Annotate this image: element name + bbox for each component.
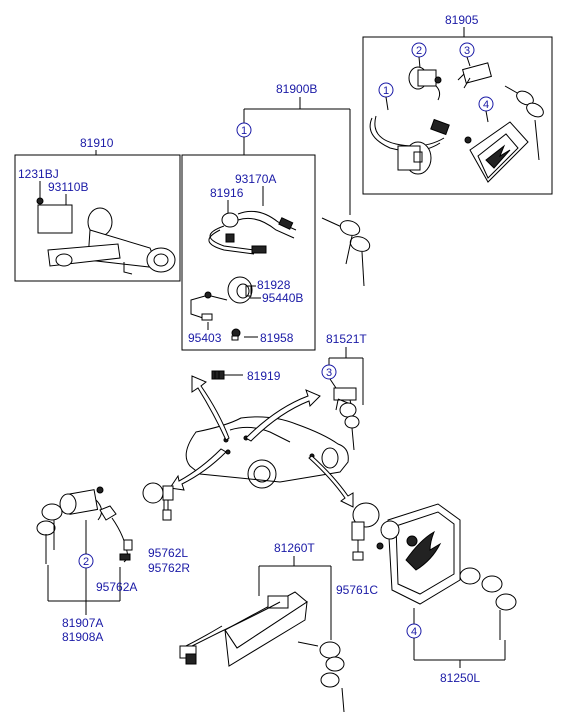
steering-lock-body-icon (36, 197, 176, 275)
label-95762A[interactable]: 95762A (96, 580, 137, 594)
ignition-switch-harness-icon (208, 210, 297, 255)
group-81250L: 4 81250L (376, 503, 517, 685)
group-81900B-contents: 93170A 81916 81928 95440B 954 (181, 154, 316, 351)
group-81260T: 81260T (179, 541, 345, 713)
label-81905[interactable]: 81905 (445, 13, 479, 27)
group-81910: 81910 1231BJ 93110B (14, 136, 181, 282)
key-icon (337, 398, 360, 451)
label-81919[interactable]: 81919 (247, 369, 281, 383)
group-81521T: 81521T 3 (321, 332, 367, 451)
callout-4[interactable]: 4 (483, 99, 489, 111)
label-95762L[interactable]: 95762L (148, 546, 188, 560)
group-95761C: 95761C (336, 502, 380, 597)
label-93170A[interactable]: 93170A (235, 172, 276, 186)
box-81905 (362, 36, 553, 195)
label-95761C[interactable]: 95761C (336, 583, 378, 597)
label-81521T[interactable]: 81521T (326, 332, 367, 346)
label-81958[interactable]: 81958 (260, 331, 294, 345)
tailgate-emblem-lock-icon (464, 121, 529, 183)
bulb-wire-icon (190, 291, 228, 321)
label-81910[interactable]: 81910 (80, 136, 114, 150)
group-81907A: 2 95762A 81907A 81908A (36, 486, 137, 644)
group-81900B: 81900B 1 (236, 82, 371, 287)
box-81900B (181, 154, 316, 351)
illumination-ring-icon (227, 276, 253, 304)
screw-icon (211, 370, 225, 380)
label-81907A[interactable]: 81907A (62, 616, 103, 630)
car-outline-icon (185, 416, 349, 489)
label-93110B[interactable]: 93110B (48, 180, 88, 194)
door-lamp-icon (142, 482, 174, 521)
callout-3b[interactable]: 3 (326, 367, 332, 379)
door-lock-cylinder-icon (408, 66, 442, 101)
callout-3[interactable]: 3 (464, 45, 470, 57)
label-1231BJ[interactable]: 1231BJ (18, 167, 59, 181)
group-95762L: 95762L 95762R (142, 482, 190, 575)
label-81916[interactable]: 81916 (210, 186, 244, 200)
trunk-lamp-icon (351, 502, 380, 561)
callout-2b[interactable]: 2 (83, 556, 89, 568)
screw-icon (231, 328, 258, 341)
label-81250L[interactable]: 81250L (440, 671, 480, 685)
label-81908A[interactable]: 81908A (62, 630, 103, 644)
trunk-latch-harness-icon (179, 591, 308, 667)
key-icon (297, 641, 345, 713)
label-95403[interactable]: 95403 (188, 331, 222, 345)
trunk-lock-icon (457, 62, 492, 89)
group-81905: 81905 2 3 1 4 (362, 13, 553, 195)
key-icon (504, 85, 544, 161)
key-icon (36, 503, 63, 564)
key-icon (459, 567, 517, 640)
key-icon (321, 217, 371, 287)
label-95762R[interactable]: 95762R (148, 561, 190, 575)
label-81928[interactable]: 81928 (257, 278, 291, 292)
lamp-wire-icon (111, 517, 133, 563)
callout-1[interactable]: 1 (383, 85, 389, 97)
label-95440B[interactable]: 95440B (262, 291, 303, 305)
box-81910 (14, 154, 181, 282)
label-81260T[interactable]: 81260T (274, 541, 315, 555)
callout-4b[interactable]: 4 (411, 626, 417, 638)
ignition-harness-icon (369, 115, 450, 175)
callout-2[interactable]: 2 (416, 45, 422, 57)
callout-1b[interactable]: 1 (241, 125, 247, 137)
pointer-arrows (169, 375, 354, 508)
door-lock-cylinder-icon (59, 486, 117, 521)
tailgate-emblem-lock-icon (376, 503, 461, 605)
group-81919: 81919 (211, 369, 281, 383)
label-81900B[interactable]: 81900B (276, 82, 317, 96)
